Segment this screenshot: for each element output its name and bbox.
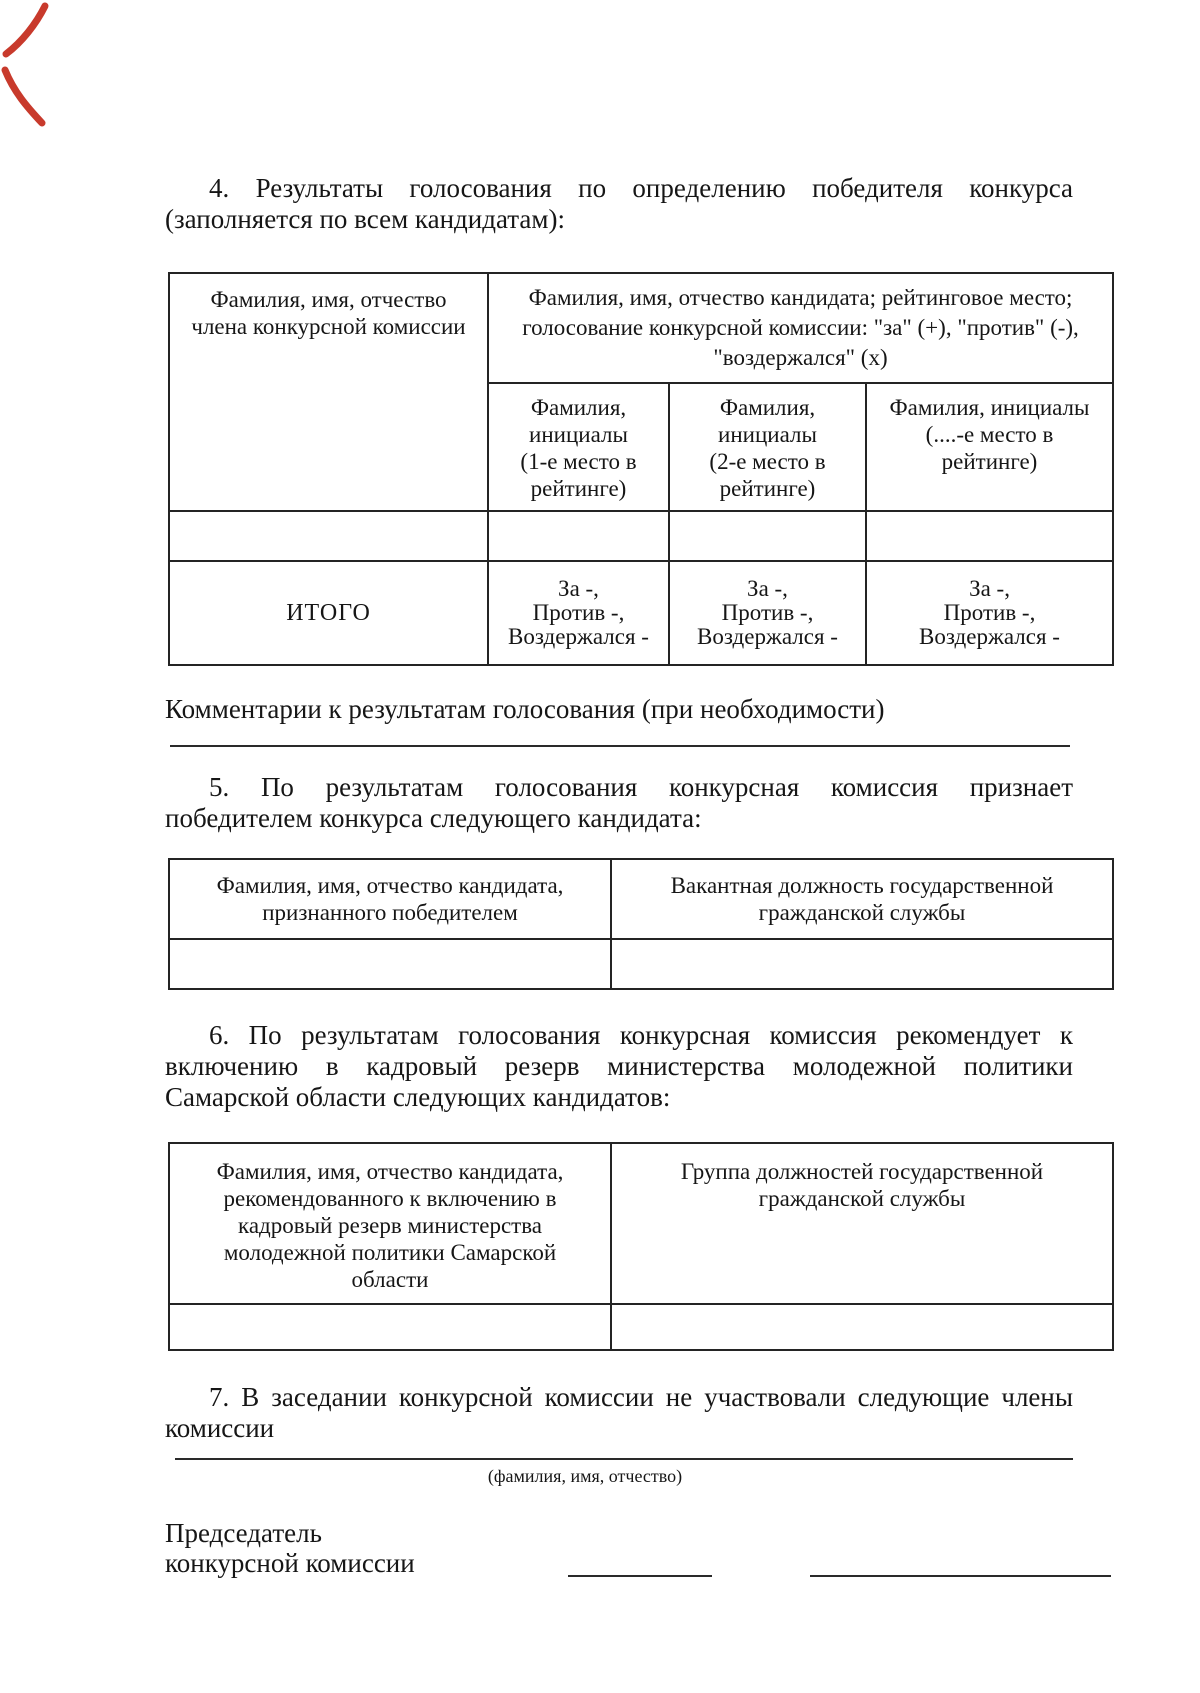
voting-table-subheader-3: Фамилия, инициалы (....-е место в рейтин… [864, 382, 1115, 512]
winner-table-col1-header: Фамилия, имя, отчество кандидата, призна… [168, 858, 612, 940]
winner-table-empty-cell [168, 938, 612, 990]
paragraph-6-line1: 6. По результатам голосования конкурсная… [209, 1020, 1073, 1050]
paragraph-6-line2: включению в кадровый резерв министерства… [165, 1051, 1073, 1081]
paragraph-6: 6. По результатам голосования конкурсная… [165, 1020, 1073, 1113]
absent-members-fill-line [175, 1458, 1073, 1460]
paragraph-5-line2: победителем конкурса следующего кандидат… [165, 803, 702, 833]
voting-table-empty-cell [487, 510, 670, 562]
winner-table-empty-cell [610, 938, 1114, 990]
voting-table-total-col2: За -, Против -, Воздержался - [668, 560, 867, 666]
chairman-name-line [810, 1575, 1111, 1577]
voting-results-table: Фамилия, имя, отчество члена конкурсной … [168, 272, 1115, 666]
reserve-table-col2-header: Группа должностей государственной гражда… [610, 1142, 1114, 1305]
reserve-table-empty-cell [610, 1303, 1114, 1351]
voting-table-total-col1: За -, Против -, Воздержался - [487, 560, 670, 666]
paragraph-4-line2: (заполняется по всем кандидатам): [165, 204, 565, 234]
voting-table-candidate-header: Фамилия, имя, отчество кандидата; рейтин… [486, 272, 1115, 384]
paragraph-5: 5. По результатам голосования конкурсная… [165, 772, 1073, 834]
comments-fill-line [170, 745, 1070, 747]
fio-caption: (фамилия, имя, отчество) [487, 1466, 683, 1486]
voting-table-subheader-1: Фамилия, инициалы (1-е место в рейтинге) [487, 382, 670, 512]
voting-table-subheader-2: Фамилия, инициалы (2-е место в рейтинге) [668, 382, 867, 512]
comments-label: Комментарии к результатам голосования (п… [165, 694, 885, 724]
red-pen-mark [1, 2, 49, 127]
paragraph-7: 7. В заседании конкурсной комиссии не уч… [165, 1382, 1073, 1444]
voting-table-total-label: ИТОГО [168, 560, 489, 666]
chairman-signature-line [568, 1575, 712, 1577]
reserve-table-empty-cell [168, 1303, 612, 1351]
paragraph-4: 4. Результаты голосования по определению… [165, 173, 1073, 235]
paragraph-6-line3: Самарской области следующих кандидатов: [165, 1082, 671, 1112]
paragraph-7-line1: 7. В заседании конкурсной комиссии не уч… [209, 1382, 1073, 1412]
winner-table: Фамилия, имя, отчество кандидата, призна… [168, 858, 1114, 990]
paragraph-5-line1: 5. По результатам голосования конкурсная… [209, 772, 1073, 802]
paragraph-4-line1: 4. Результаты голосования по определению… [209, 173, 1073, 203]
winner-table-col2-header: Вакантная должность государственной граж… [610, 858, 1114, 940]
reserve-table-col1-header: Фамилия, имя, отчество кандидата, рекоме… [168, 1142, 612, 1305]
paragraph-7-line2: комиссии [165, 1413, 275, 1443]
voting-table-empty-cell [864, 510, 1115, 562]
chairman-role-label: Председатель конкурсной комиссии [165, 1518, 415, 1578]
voting-table-member-header: Фамилия, имя, отчество члена конкурсной … [168, 272, 489, 512]
voting-table-empty-cell [168, 510, 489, 562]
voting-table-empty-cell [668, 510, 867, 562]
reserve-table: Фамилия, имя, отчество кандидата, рекоме… [168, 1142, 1114, 1351]
voting-table-total-col3: За -, Против -, Воздержался - [864, 560, 1115, 666]
